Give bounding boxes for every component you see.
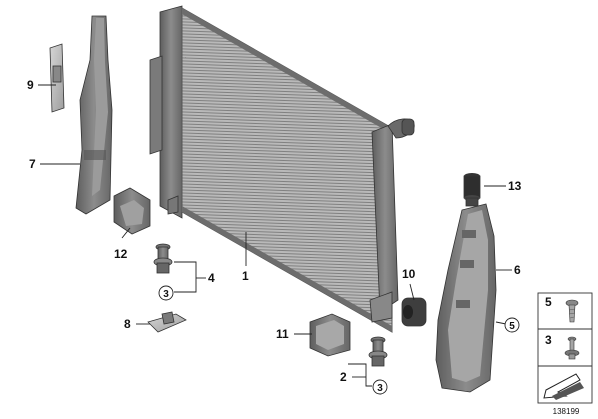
screw-icon	[565, 299, 579, 323]
view-direction-arrow-icon	[543, 373, 584, 400]
left-air-duct-part	[75, 15, 113, 215]
callout-4: 4	[208, 271, 215, 285]
rubber-mount-upper	[153, 243, 173, 274]
bolt-icon	[564, 336, 580, 360]
callout-8: 8	[124, 317, 131, 331]
callout-3-lower: 3	[372, 379, 388, 395]
diagram-number: 138199	[553, 407, 580, 416]
bracket-part-11	[309, 313, 351, 357]
bracket-part-12	[113, 187, 151, 235]
callout-6: 6	[514, 263, 521, 277]
callout-9: 9	[27, 78, 34, 92]
grommet-part-13	[463, 173, 481, 207]
leader-lines	[38, 84, 512, 387]
callout-7: 7	[29, 157, 36, 171]
right-air-duct-part	[435, 203, 497, 393]
callout-3-upper: 3	[158, 285, 174, 301]
rubber-buffer-part-10	[401, 297, 427, 327]
fastener-legend: 5 3	[537, 292, 593, 404]
radiator-part	[149, 5, 415, 333]
svg-text:3: 3	[377, 383, 383, 394]
clip-part-9	[49, 43, 65, 113]
callout-13: 13	[508, 179, 522, 193]
callout-10: 10	[402, 267, 416, 281]
callout-11: 11	[276, 327, 289, 341]
callout-2: 2	[340, 370, 347, 384]
rubber-mount-lower	[368, 336, 388, 367]
legend-item-3-label: 3	[545, 333, 552, 347]
callout-5-circled: 5	[504, 317, 520, 333]
svg-text:5: 5	[509, 321, 515, 332]
callout-1: 1	[242, 269, 249, 283]
callout-12: 12	[114, 247, 128, 261]
svg-text:3: 3	[163, 289, 169, 300]
holder-part-8	[147, 311, 187, 333]
legend-item-5-label: 5	[545, 295, 552, 309]
